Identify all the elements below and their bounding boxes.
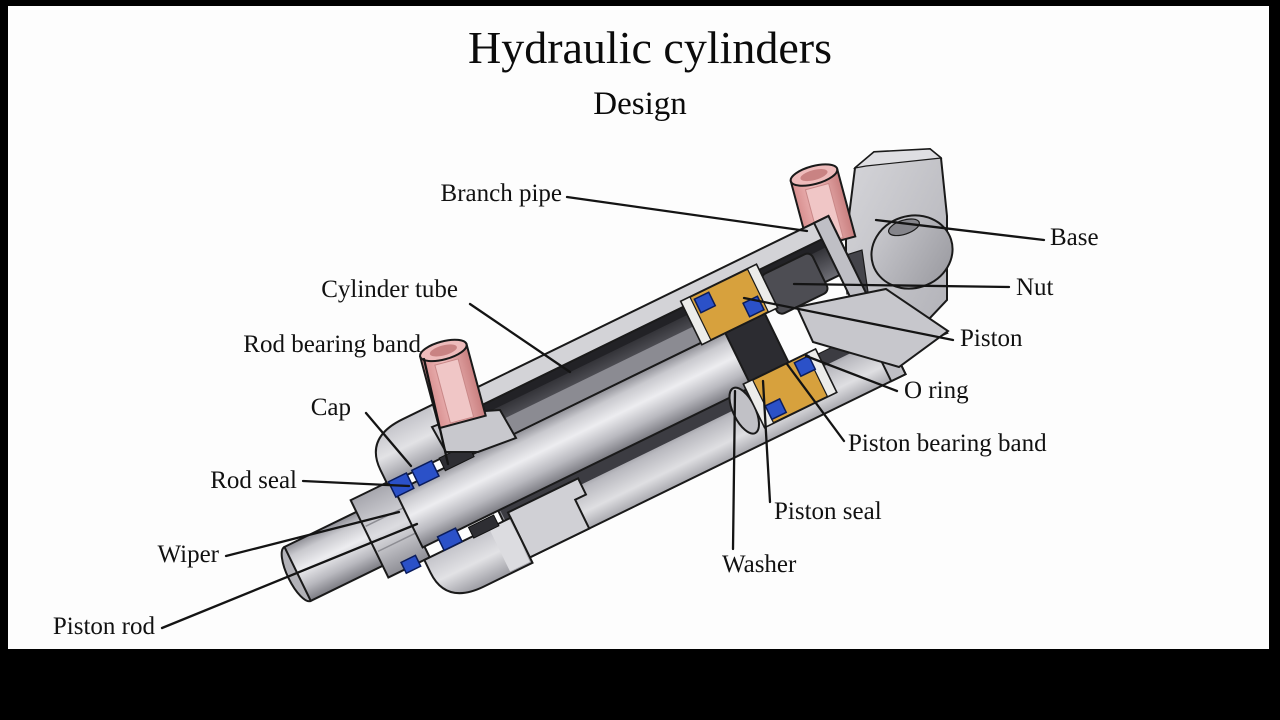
leader-piston-rod (160, 522, 419, 630)
label-rod-seal: Rod seal (210, 467, 297, 494)
o-ring-shape (793, 354, 817, 378)
leader-lines (160, 195, 1046, 630)
label-branch-pipe: Branch pipe (441, 180, 562, 207)
leader-washer (731, 389, 737, 551)
page-title: Hydraulic cylinders (468, 22, 832, 73)
leader-rod-seal (301, 479, 411, 488)
label-base: Base (1050, 224, 1099, 251)
leader-piston-seal (761, 379, 772, 504)
leader-piston (742, 296, 955, 342)
label-cylinder-tube: Cylinder tube (321, 276, 458, 303)
leader-cylinder-tube (468, 302, 572, 374)
label-nut: Nut (1016, 274, 1054, 301)
leader-piston-bearing-band (785, 362, 846, 443)
label-o-ring: O ring (904, 377, 969, 404)
leader-branch-pipe (565, 195, 809, 233)
base-front-arm (795, 287, 950, 369)
page-subtitle: Design (593, 86, 687, 122)
label-piston: Piston (960, 325, 1023, 352)
piston-seal-shape (764, 397, 788, 421)
leader-cap (364, 411, 413, 468)
leader-nut (792, 282, 1011, 289)
piston-bearing-band-shape (680, 296, 712, 346)
leader-o-ring (804, 354, 899, 393)
label-rod-bearing-band: Rod bearing band (243, 331, 421, 358)
leader-base (874, 218, 1046, 242)
rod-seal-shape (410, 459, 441, 487)
label-piston-bearing-band: Piston bearing band (848, 430, 1047, 457)
label-piston-seal: Piston seal (774, 498, 882, 525)
leader-wiper (224, 510, 401, 558)
piston-shape (679, 263, 838, 435)
label-washer: Washer (722, 551, 797, 578)
branch-pipe-cap-shape (418, 338, 487, 430)
label-cap: Cap (311, 394, 351, 421)
leader-rod-bearing-band (422, 357, 450, 466)
label-piston-rod: Piston rod (53, 613, 156, 640)
label-wiper: Wiper (158, 541, 220, 568)
part-labels: Branch pipe Cylinder tube Rod bearing ba… (53, 180, 1099, 640)
piston-rod-shape (280, 320, 773, 603)
clevis-lug (870, 214, 954, 290)
